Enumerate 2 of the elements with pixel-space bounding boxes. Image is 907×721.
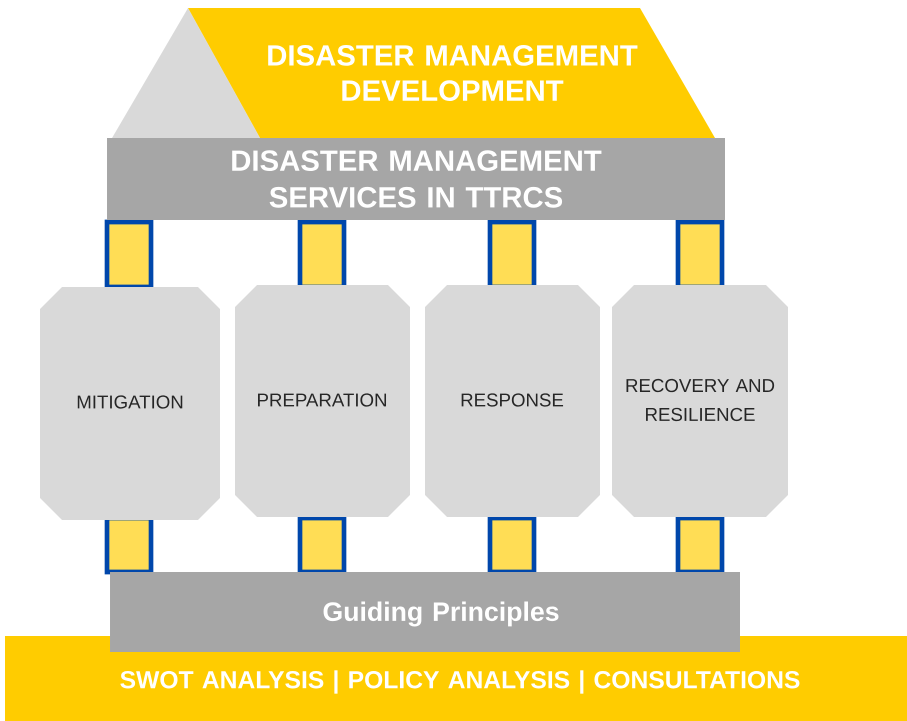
banner-bar: Guiding Principles: [110, 572, 740, 652]
banner-bar: DISASTER MANAGEMENT SERVICES IN TTRCS: [107, 138, 725, 220]
